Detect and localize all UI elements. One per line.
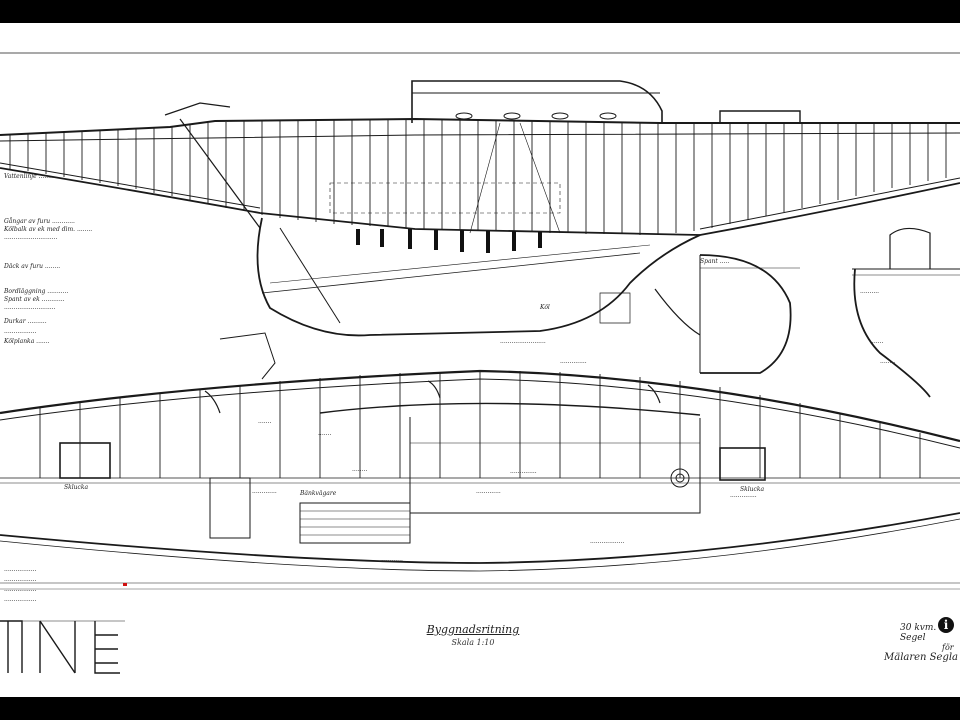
svg-text:Kölbalk av ek med dim. .......: Kölbalk av ek med dim. ........ [3,226,92,233]
drawing-scale: Skala 1:10 [451,638,495,647]
svg-text:.............: ............. [476,488,501,495]
svg-text:.................: ................. [4,328,37,335]
svg-text:.................: ................. [4,576,37,583]
svg-text:............: ............ [380,556,403,563]
svg-text:.................: ................. [4,586,37,593]
svg-text:..............: .............. [560,358,587,365]
drawing-title-block: Byggnadsritning Skala 1:10 [418,623,528,647]
svg-text:.......: ....... [258,418,271,425]
svg-text:Spant av ek ............: Spant av ek ............ [4,296,65,303]
svg-text:........................: ........................ [500,338,546,345]
cockpit-label: Sklucka [64,484,89,491]
svg-text:.............: ............. [252,488,277,495]
svg-text:Vattenlinje ..........: Vattenlinje .......... [4,173,58,180]
blueprint-sheet: Vattenlinje .......... Gångar av furu ..… [0,23,960,697]
owner-note: 30 kvm. Segel för Mälaren Segla [884,623,960,663]
owner-line-3: Mälaren Segla [884,652,959,663]
svg-text:........: ........ [352,466,367,473]
svg-text:.......: ....... [318,430,331,437]
svg-text:Bordläggning ...........: Bordläggning ........... [3,288,68,295]
drawing-title: Byggnadsritning [426,623,520,636]
svg-text:Däck av furu ........: Däck av furu ........ [3,263,60,270]
svg-text:.................: ................. [4,596,37,603]
info-icon[interactable]: i [938,617,954,633]
svg-text:.......: ....... [870,338,883,345]
aft-hatch-label: Sklucka [740,486,765,493]
svg-text:..............: .............. [730,492,757,499]
svg-text:Spant .....: Spant ..... [700,258,729,265]
svg-text:..................: .................. [590,538,624,545]
svg-text:...........................: ........................... [4,304,56,311]
svg-text:..............: .............. [510,468,537,475]
stringer-label: Bänkvägare [299,490,337,497]
svg-text:Gångar av furu ............: Gångar av furu ............ [4,218,75,225]
owner-line-1: 30 kvm. Segel [900,623,937,643]
svg-text:Durkar ..........: Durkar .......... [3,318,47,325]
svg-text:............................: ............................ [4,234,57,241]
owner-line-2: för [942,643,954,652]
svg-text:Kölplanka .......: Kölplanka ....... [3,338,50,345]
svg-text:.................: ................. [4,566,37,573]
keel-label: Köl [539,304,550,311]
svg-text:........: ........ [880,358,895,365]
boat-construction-drawing: Vattenlinje .......... Gångar av furu ..… [0,52,960,674]
red-mark [123,583,127,586]
svg-text:..........: .......... [860,288,879,295]
